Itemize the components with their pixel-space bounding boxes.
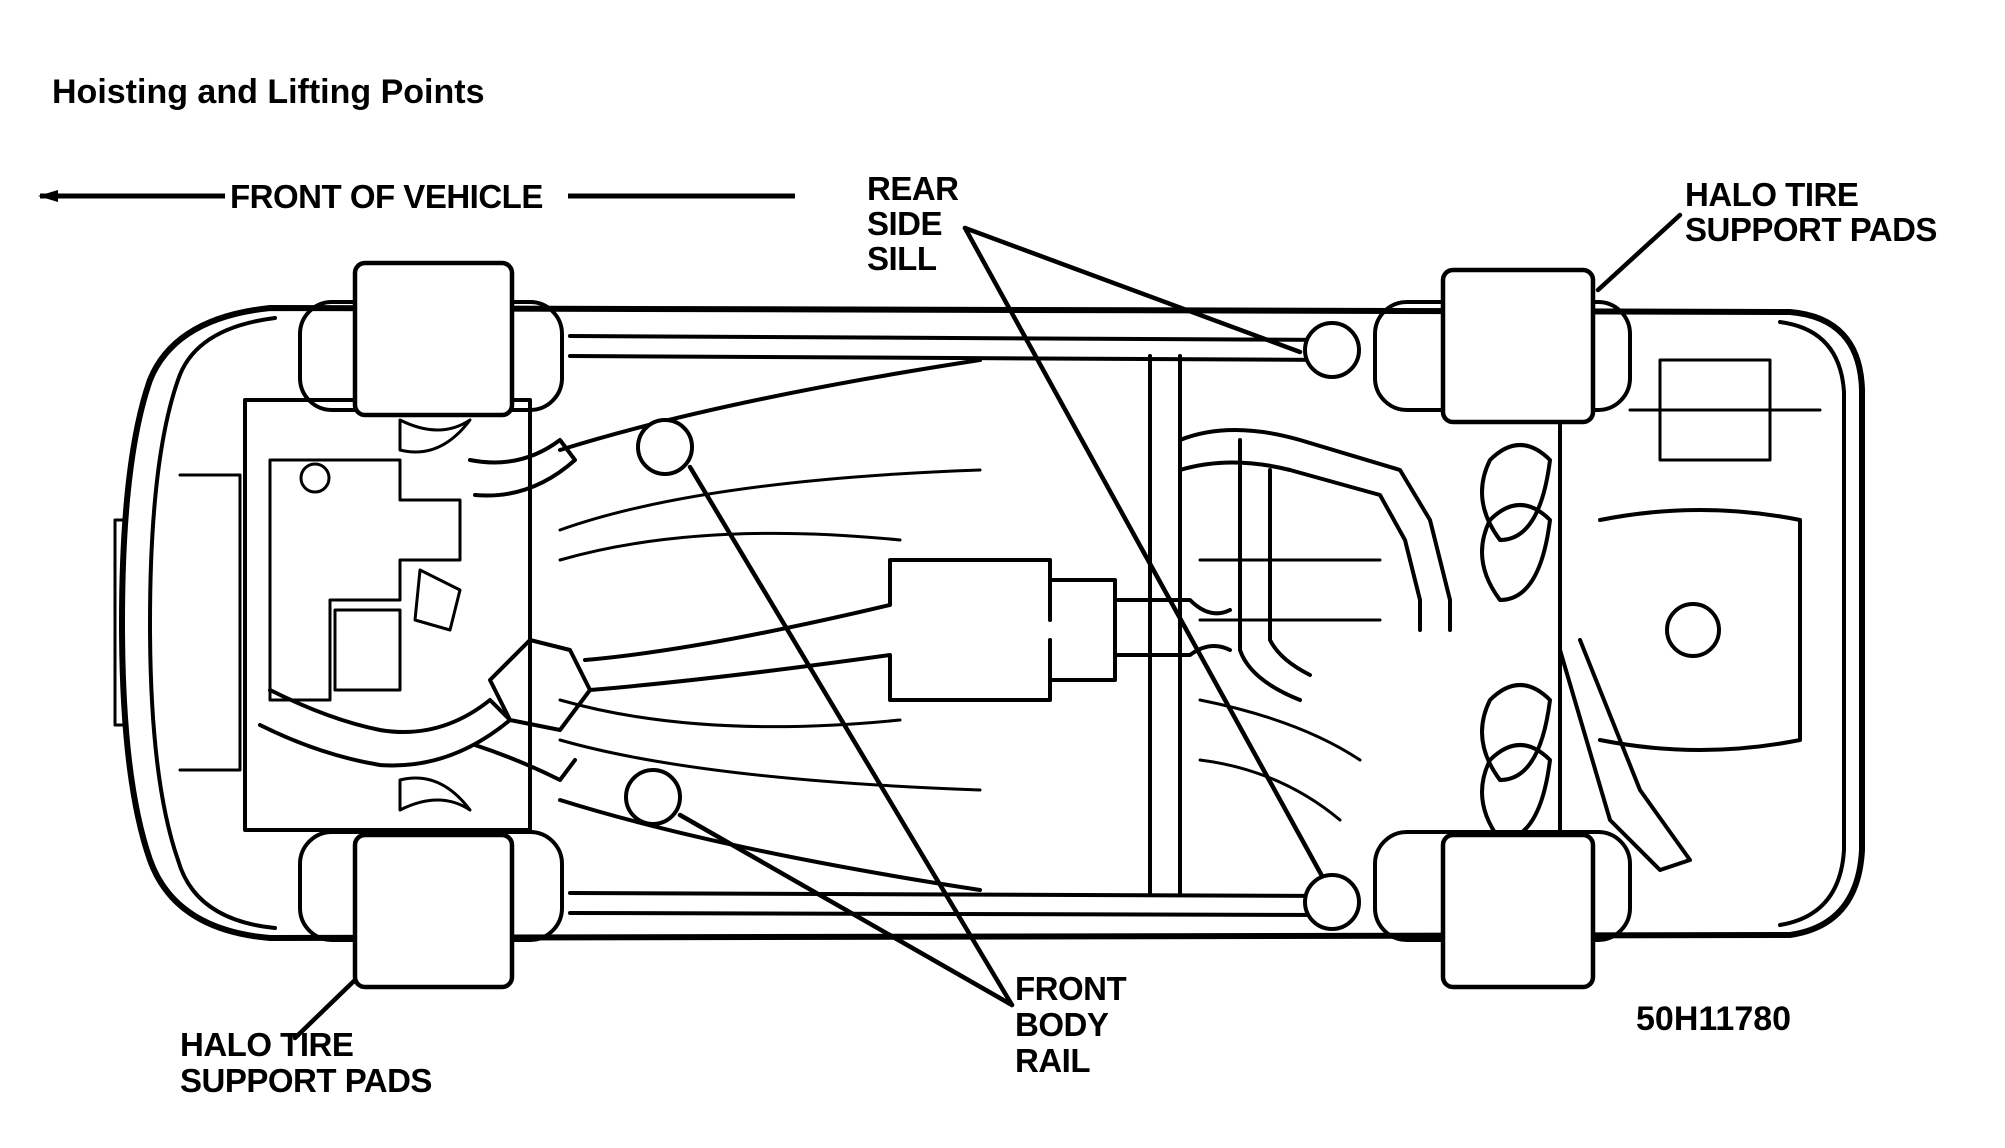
rear-side-sill-lift-point-bottom <box>1303 873 1361 931</box>
halo-front-line-2: SUPPORT PADS <box>180 1062 432 1099</box>
vehicle-body-outline <box>119 305 1865 941</box>
diagram-title: Hoisting and Lifting Points <box>52 73 485 111</box>
front-of-vehicle-label: FRONT OF VEHICLE <box>230 178 543 215</box>
rear-side-sill-line-1: REAR <box>867 170 959 207</box>
front-right-tire-pad <box>352 832 515 990</box>
vehicle-underbody <box>113 300 1865 942</box>
label-front-body-rail: FRONT BODY RAIL <box>1015 970 1127 1079</box>
label-halo-front: HALO TIRE SUPPORT PADS <box>180 1026 432 1099</box>
front-body-rail-lift-point-bottom <box>624 768 682 826</box>
front-body-rail-lift-point-top <box>636 418 694 476</box>
rear-left-tire-pad <box>1440 267 1596 425</box>
lifting-points <box>624 321 1361 931</box>
halo-tire-support-pads <box>352 260 1596 990</box>
halo-front-line-1: HALO TIRE <box>180 1026 353 1063</box>
front-of-vehicle-indicator: FRONT OF VEHICLE <box>38 178 795 215</box>
halo-rear-line-1: HALO TIRE <box>1685 176 1858 213</box>
label-halo-rear: HALO TIRE SUPPORT PADS <box>1685 176 1937 248</box>
rear-side-sill-line-2: SIDE <box>867 205 942 242</box>
front-body-rail-line-1: FRONT <box>1015 970 1126 1007</box>
front-left-tire-pad <box>352 260 515 418</box>
rear-side-sill-lift-point-top <box>1303 321 1361 379</box>
front-body-rail-line-2: BODY <box>1015 1006 1109 1043</box>
front-body-rail-line-3: RAIL <box>1015 1042 1090 1079</box>
figure-code: 50H11780 <box>1636 1000 1791 1038</box>
halo-rear-line-2: SUPPORT PADS <box>1685 211 1937 248</box>
rear-right-tire-pad <box>1440 832 1596 990</box>
label-rear-side-sill: REAR SIDE SILL <box>867 170 960 277</box>
rear-side-sill-line-3: SILL <box>867 240 937 277</box>
leader-lines <box>292 212 1683 1041</box>
